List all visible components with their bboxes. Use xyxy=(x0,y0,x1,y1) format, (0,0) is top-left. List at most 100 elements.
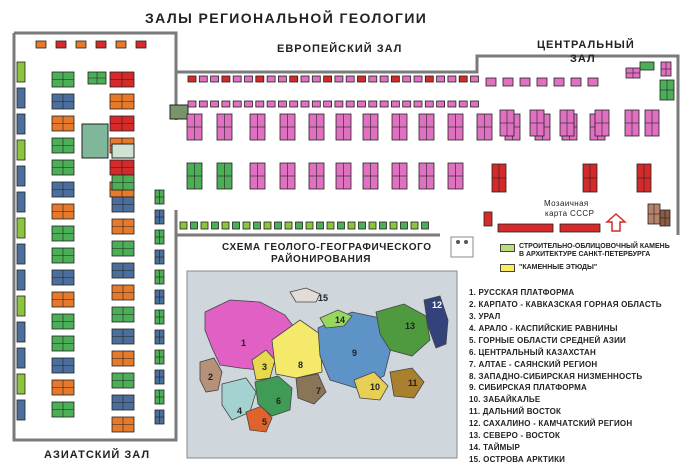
region-item-14: 14. ТАЙМЫР xyxy=(469,443,521,452)
showcase xyxy=(198,75,208,83)
showcase xyxy=(410,221,419,230)
showcase xyxy=(368,221,377,230)
showcase xyxy=(263,221,272,230)
showcase xyxy=(16,61,26,83)
mosaic-map-label: Мозаичная xyxy=(544,199,589,208)
showcase xyxy=(323,75,333,83)
region-item-5: 5. ГОРНЫЕ ОБЛАСТИ СРЕДНЕЙ АЗИИ xyxy=(469,336,626,345)
showcase xyxy=(255,100,265,108)
map-region-15 xyxy=(289,287,321,303)
showcase xyxy=(16,295,26,317)
showcase xyxy=(379,75,389,83)
hall-wall xyxy=(176,54,680,235)
hall-wall xyxy=(12,33,178,442)
region-item-9: 9. СИБИРСКАЯ ПЛАТФОРМА xyxy=(469,383,587,392)
showcase xyxy=(16,347,26,369)
map-region-2 xyxy=(199,357,223,393)
showcase xyxy=(337,221,345,230)
legend-stone-label: СТРОИТЕЛЬНО-ОБЛИЦОВОЧНЫЙ КАМЕНЬ xyxy=(519,243,670,250)
showcase xyxy=(447,100,457,108)
fossil-case xyxy=(111,143,135,159)
european-hall-label: ЕВРОПЕЙСКИЙ ЗАЛ xyxy=(277,43,403,55)
map-region-number: 6 xyxy=(276,396,281,406)
showcase xyxy=(16,139,26,161)
showcase xyxy=(253,221,261,230)
map-region-number: 13 xyxy=(405,321,415,331)
showcase xyxy=(300,100,310,108)
showcase xyxy=(244,100,253,108)
map-region-3 xyxy=(251,349,276,381)
map-region-6 xyxy=(254,375,293,417)
showcase xyxy=(436,75,446,83)
showcase xyxy=(200,221,209,230)
entrance-exhibit xyxy=(169,104,189,120)
showcase xyxy=(211,221,219,230)
map-region-number: 8 xyxy=(298,360,303,370)
showcase xyxy=(311,75,321,83)
map-region-13 xyxy=(375,303,431,357)
mosaic-map-case xyxy=(497,223,554,233)
showcase xyxy=(389,221,398,230)
showcase xyxy=(16,191,26,213)
showcase xyxy=(16,113,26,135)
legend-stone-label-2: В АРХИТЕКТУРЕ САНКТ-ПЕТЕРБУРГА xyxy=(519,251,651,258)
map-region-number: 4 xyxy=(237,406,242,416)
region-item-8: 8. ЗАПАДНО-СИБИРСКАЯ НИЗМЕННОСТЬ xyxy=(469,372,643,381)
map-region-10 xyxy=(353,371,389,401)
region-item-7: 7. АЛТАЕ - САЯНСКИЙ РЕГИОН xyxy=(469,360,598,369)
showcase xyxy=(485,77,497,87)
showcase xyxy=(483,211,493,227)
showcase xyxy=(502,77,514,87)
scheme-title-2: РАЙОНИРОВАНИЯ xyxy=(271,254,372,265)
showcase xyxy=(357,100,366,108)
showcase xyxy=(198,100,208,108)
showcase xyxy=(16,243,26,265)
region-item-11: 11. ДАЛЬНИЙ ВОСТОК xyxy=(469,407,562,416)
region-item-3: 3. УРАЛ xyxy=(469,312,501,321)
showcase xyxy=(413,100,423,108)
showcase xyxy=(255,75,265,83)
showcase xyxy=(284,221,293,230)
map-region-number: 11 xyxy=(408,378,418,388)
showcase xyxy=(639,61,655,71)
showcase xyxy=(187,75,197,83)
asian-hall-label: АЗИАТСКИЙ ЗАЛ xyxy=(44,449,151,461)
map-region-number: 12 xyxy=(432,300,442,310)
showcase xyxy=(16,165,26,187)
showcase xyxy=(311,100,321,108)
showcase xyxy=(345,75,355,83)
showcase xyxy=(413,75,423,83)
showcase xyxy=(190,221,198,230)
showcase xyxy=(424,75,434,83)
showcase xyxy=(436,100,446,108)
central-hall-label-2: ЗАЛ xyxy=(570,53,596,65)
showcase xyxy=(300,75,310,83)
showcase xyxy=(347,221,356,230)
showcase xyxy=(458,75,468,83)
map-region-number: 1 xyxy=(241,338,246,348)
showcase xyxy=(470,100,479,108)
showcase xyxy=(358,221,366,230)
map-region-5 xyxy=(245,405,273,433)
showcase xyxy=(402,100,412,108)
showcase xyxy=(402,75,412,83)
showcase xyxy=(447,75,457,83)
map-region-number: 9 xyxy=(352,348,357,358)
entrance-arrow-icon xyxy=(605,212,627,232)
showcase xyxy=(266,75,276,83)
showcase xyxy=(357,75,366,83)
showcase xyxy=(95,40,107,49)
showcase xyxy=(334,75,344,83)
showcase xyxy=(379,221,387,230)
mosaic-map-label-2: карта СССР xyxy=(545,209,595,218)
map-region-number: 10 xyxy=(370,382,380,392)
region-item-6: 6. ЦЕНТРАЛЬНЫЙ КАЗАХСТАН xyxy=(469,348,596,357)
showcase xyxy=(232,100,242,108)
scheme-title: СХЕМА ГЕОЛОГО-ГЕОГРАФИЧЕСКОГО xyxy=(222,242,432,253)
showcase xyxy=(390,75,400,83)
map-region-8 xyxy=(271,319,323,379)
map-region-number: 7 xyxy=(316,386,321,396)
showcase xyxy=(424,100,434,108)
showcase xyxy=(277,100,287,108)
showcase xyxy=(232,75,242,83)
